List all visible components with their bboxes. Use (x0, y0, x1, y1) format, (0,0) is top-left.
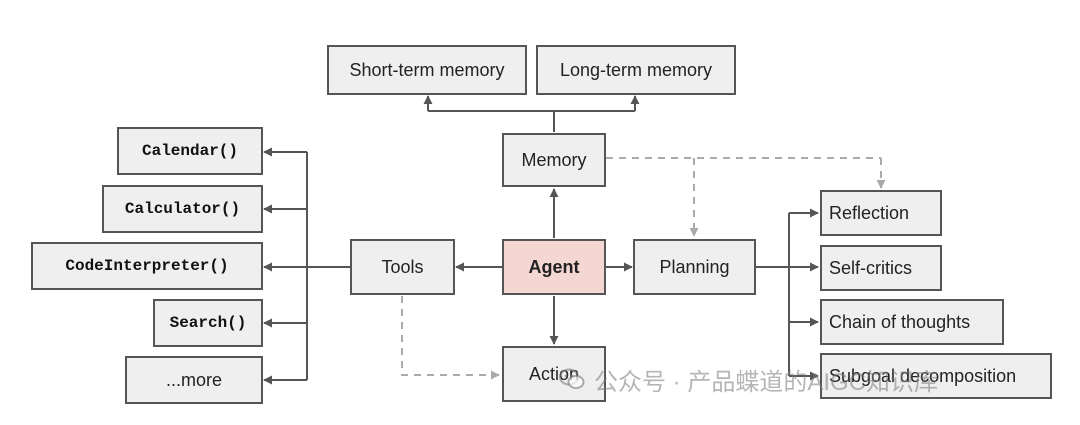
long-term-memory-box: Long-term memory (536, 45, 736, 95)
tool-calculator-label: Calculator() (124, 200, 241, 218)
subgoal-decomposition-box: Subgoal decomposition (820, 353, 1052, 399)
dashed-tools-to-action (401, 296, 500, 380)
long-term-memory-label: Long-term memory (559, 59, 713, 80)
tool-calculator-box: Calculator() (102, 185, 263, 233)
agent-label: Agent (528, 256, 580, 277)
tool-more-box: ...more (125, 356, 263, 404)
tool-search-label: Search() (169, 314, 247, 332)
short-term-memory-box: Short-term memory (327, 45, 527, 95)
subgoal-decomposition-label: Subgoal decomposition (829, 365, 1017, 386)
tool-calendar-label: Calendar() (141, 142, 238, 160)
agent-box: Agent (502, 239, 606, 295)
tool-codeinterpreter-box: CodeInterpreter() (31, 242, 263, 290)
tools-box: Tools (350, 239, 455, 295)
reflection-label: Reflection (829, 202, 910, 223)
short-term-memory-label: Short-term memory (349, 59, 505, 80)
chain-of-thoughts-box: Chain of thoughts (820, 299, 1004, 345)
memory-box: Memory (502, 133, 606, 187)
tools-label: Tools (381, 256, 424, 277)
tool-more-label: ...more (165, 369, 222, 390)
planning-box: Planning (633, 239, 756, 295)
planning-label: Planning (659, 256, 730, 277)
action-label: Action (528, 363, 580, 384)
chain-of-thoughts-label: Chain of thoughts (829, 311, 971, 332)
tool-search-box: Search() (153, 299, 263, 347)
action-box: Action (502, 346, 606, 402)
self-critics-label: Self-critics (829, 257, 913, 278)
tool-codeinterpreter-label: CodeInterpreter() (65, 257, 229, 275)
self-critics-box: Self-critics (820, 245, 942, 291)
tool-calendar-box: Calendar() (117, 127, 263, 175)
memory-label: Memory (521, 149, 587, 170)
reflection-box: Reflection (820, 190, 942, 236)
